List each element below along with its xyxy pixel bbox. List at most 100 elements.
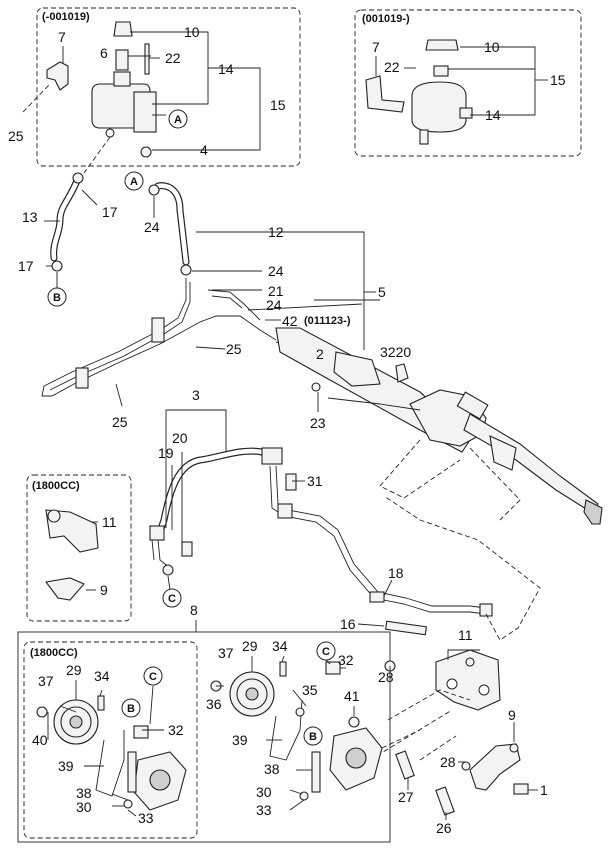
label-box-reservoir-old: (-001019) [42, 11, 90, 23]
bracket-9 [395, 743, 529, 816]
part-17-label-a: 17 [102, 204, 118, 220]
part-29-label-left: 29 [66, 662, 82, 678]
box-pump-assembly [17, 631, 391, 843]
part-25-label-low: 25 [112, 414, 128, 430]
part-32-label-left: 32 [168, 722, 184, 738]
part-42-label: 42 [282, 313, 298, 329]
part-29-label-right: 29 [242, 638, 258, 654]
ref-c-circle-hose [162, 588, 182, 608]
ref-a-text-top: A [174, 114, 182, 126]
ref-b-circle-right [303, 726, 323, 746]
part-7-label: 7 [58, 29, 66, 45]
part-33-label-right: 33 [256, 802, 272, 818]
part-36-label-right: 36 [206, 696, 222, 712]
label-box-bracket-1800: (1800CC) [32, 480, 80, 492]
labels: (-001019) (001019-) (1800CC) (1800CC) (0… [8, 11, 566, 836]
part-38-label-right: 38 [264, 761, 280, 777]
ref-b-text-left: B [127, 703, 135, 715]
part-41-label-right: 41 [344, 688, 360, 704]
part-30-label-left: 30 [76, 799, 92, 815]
ref-a-text-hose: A [130, 176, 138, 188]
reservoir-new-assembly [365, 39, 473, 145]
part-4-label: 4 [200, 142, 208, 158]
ref-a-circle-hose [124, 171, 144, 191]
label-box-reservoir-new: (001019-) [362, 13, 410, 25]
part-2-label: 2 [316, 346, 324, 362]
part-27-label: 27 [398, 789, 414, 805]
part-37-label-left: 37 [38, 673, 54, 689]
part-10-label-new: 10 [484, 39, 500, 55]
part-11-label: 11 [458, 627, 473, 643]
part-1-label: 1 [540, 782, 548, 798]
part-10-label: 10 [184, 24, 200, 40]
part-3-label: 3 [192, 387, 200, 403]
part-23-label: 23 [310, 415, 326, 431]
ref-c-text-right: C [322, 646, 330, 658]
pressure-hose-3 [149, 447, 493, 617]
ref-c-text-left: C [149, 671, 157, 683]
part-20-label: 20 [172, 430, 188, 446]
part-3220-label: 3220 [380, 344, 411, 360]
part-25-label-top: 25 [8, 128, 24, 144]
part-15-label-new: 15 [550, 72, 566, 88]
pump-standard [210, 661, 383, 801]
part-6-label: 6 [100, 45, 108, 61]
pump-bracket-11 [384, 649, 501, 711]
part-15-label: 15 [270, 97, 286, 113]
part-17-label-b: 17 [18, 258, 34, 274]
part-7-label-new: 7 [372, 39, 380, 55]
return-hose-12 [154, 182, 190, 266]
part-11-label-1800: 11 [102, 514, 117, 530]
box-reservoir-old [36, 7, 301, 167]
ref-b-circle-left [121, 698, 141, 718]
part-16-label: 16 [340, 616, 356, 632]
part-22-label: 22 [165, 50, 181, 66]
box-bracket-1800cc [26, 474, 132, 622]
part-26-label: 26 [436, 820, 452, 836]
part-34-label-left: 34 [94, 668, 110, 684]
steering-gear [275, 327, 603, 525]
part-38-label-left: 38 [76, 785, 92, 801]
part-31-label: 31 [307, 473, 323, 489]
part-12-label: 12 [268, 224, 284, 240]
part-39-label-right: 39 [232, 732, 248, 748]
label-box-pump-1800: (1800CC) [30, 647, 78, 659]
reservoir-old-assembly [46, 21, 157, 158]
suction-hose-13 [50, 174, 82, 262]
ref-c-circle-left [143, 666, 163, 686]
part-8-label: 8 [190, 602, 198, 618]
ref-b-text-hose: B [53, 292, 61, 304]
part-28-label-b: 28 [440, 754, 456, 770]
box-reservoir-new [354, 9, 582, 157]
part-24-label-c: 24 [266, 297, 282, 313]
part-19-label: 19 [158, 445, 174, 461]
part-21-label: 21 [268, 283, 284, 299]
label-hose-date: (011123-) [304, 315, 351, 327]
part-13-label: 13 [22, 209, 38, 225]
part-14-label: 14 [218, 61, 234, 77]
part-39-label-left: 39 [58, 758, 74, 774]
part-40-label-left: 40 [32, 732, 48, 748]
part-9-label: 9 [508, 707, 516, 723]
part-18-label: 18 [388, 565, 404, 581]
part-25-label-mid: 25 [226, 341, 242, 357]
part-22-label-new: 22 [384, 59, 400, 75]
part-5-label: 5 [378, 284, 386, 300]
part-9-label-1800: 9 [100, 582, 108, 598]
part-28-label-a: 28 [378, 669, 394, 685]
part-24-label-b: 24 [268, 263, 284, 279]
part-14-label-new: 14 [485, 107, 501, 123]
part-32-label-right: 32 [338, 652, 354, 668]
part-24-label-a: 24 [144, 219, 160, 235]
ref-c-text-hose: C [168, 593, 176, 605]
part-30-label-right: 30 [256, 784, 272, 800]
part-33-label-left: 33 [138, 810, 154, 826]
box-pump-1800cc [23, 641, 198, 839]
part-35-label-right: 35 [302, 682, 318, 698]
return-tubes [41, 278, 277, 397]
part-37-label-right: 37 [218, 645, 234, 661]
ref-b-circle-hose [47, 287, 67, 307]
bracket-1800cc-parts [45, 509, 99, 601]
ref-a-circle-top [168, 109, 188, 129]
